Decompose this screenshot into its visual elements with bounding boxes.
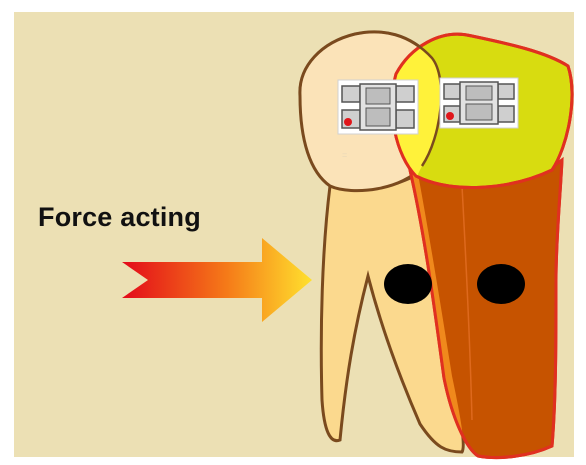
bracket-dot: [446, 112, 454, 120]
bracket-original: [338, 80, 418, 134]
center-of-resistance-original: [384, 264, 432, 304]
bracket-displaced: [440, 78, 518, 128]
bracket-dot: [344, 118, 352, 126]
force-acting-label: Force acting: [38, 202, 201, 233]
faint-mark: =: [342, 150, 347, 160]
center-of-resistance-displaced: [477, 264, 525, 304]
